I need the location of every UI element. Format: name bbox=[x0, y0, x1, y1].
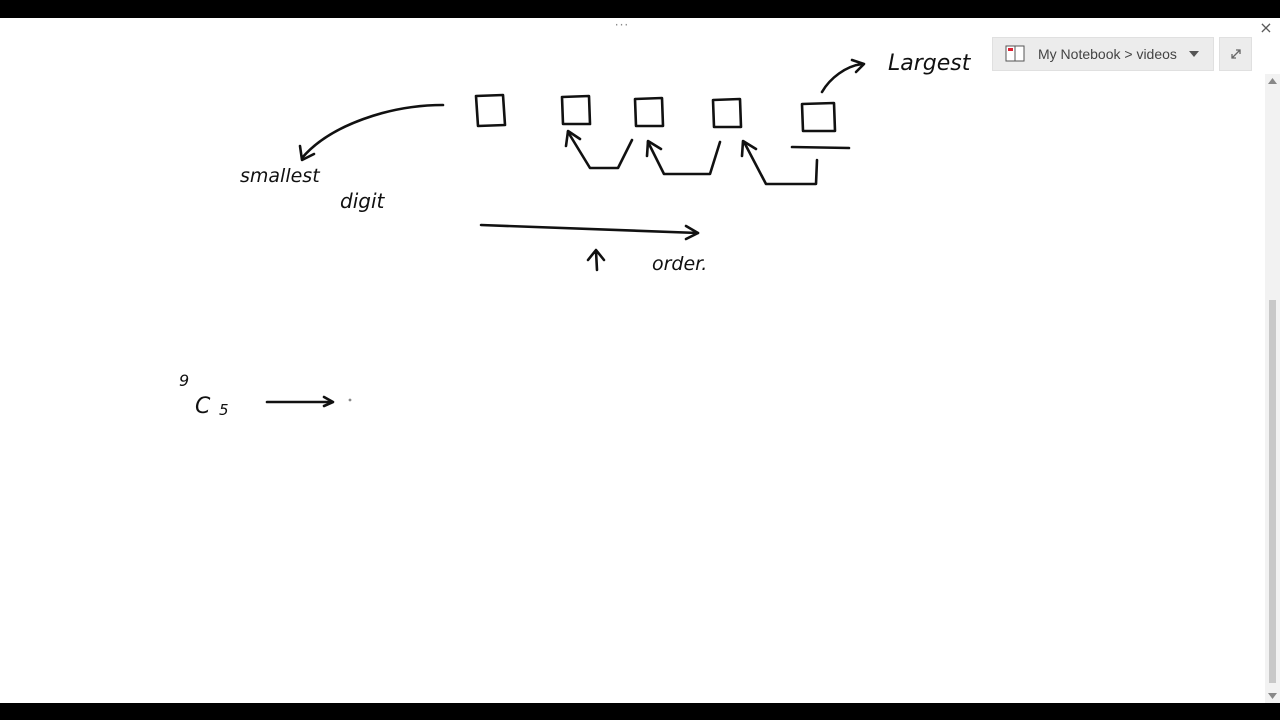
combination-letter: C bbox=[195, 394, 211, 419]
scroll-up-button[interactable] bbox=[1265, 74, 1280, 88]
digit-box-5 bbox=[800, 101, 837, 133]
combination-arrowhead bbox=[322, 395, 335, 408]
digit-box-2 bbox=[560, 94, 592, 126]
smallest-label: smallest bbox=[240, 165, 321, 187]
smallest-arrow bbox=[300, 103, 445, 160]
expand-icon bbox=[1230, 49, 1241, 59]
ink-canvas[interactable]: Largest smallest digit order. 9 C 5 bbox=[0, 18, 1264, 703]
digit-label: digit bbox=[340, 189, 386, 213]
top-black-bar bbox=[0, 0, 1280, 18]
onenote-window: ··· × My Notebook > videos bbox=[0, 18, 1280, 703]
notebook-icon bbox=[1005, 45, 1025, 63]
bottom-black-bar bbox=[0, 703, 1280, 720]
up-arrow bbox=[586, 248, 606, 272]
digit-box-3 bbox=[633, 96, 665, 128]
underline-mark bbox=[790, 145, 851, 150]
order-arrowhead bbox=[684, 224, 700, 241]
close-button[interactable]: × bbox=[1259, 18, 1273, 37]
order-label: order. bbox=[652, 253, 707, 275]
compare-arrowhead-1 bbox=[564, 129, 582, 148]
compare-arrowhead-2 bbox=[645, 139, 663, 158]
compare-arrow-1 bbox=[566, 130, 634, 170]
arrow-down-icon bbox=[1268, 693, 1277, 699]
smallest-arrowhead bbox=[298, 144, 316, 162]
chevron-down-icon bbox=[1188, 51, 1199, 57]
compare-arrow-3 bbox=[742, 140, 819, 186]
notebook-picker[interactable]: My Notebook > videos bbox=[992, 37, 1214, 71]
scroll-down-button[interactable] bbox=[1265, 689, 1280, 703]
digit-box-1 bbox=[474, 93, 507, 128]
largest-arrowhead bbox=[850, 58, 866, 74]
arrow-up-icon bbox=[1268, 78, 1277, 84]
scroll-thumb[interactable] bbox=[1269, 300, 1276, 683]
order-arrow bbox=[479, 223, 700, 235]
largest-arrow bbox=[820, 62, 864, 94]
vertical-scrollbar[interactable] bbox=[1265, 74, 1280, 703]
window-grip[interactable]: ··· bbox=[614, 18, 630, 32]
largest-label: Largest bbox=[888, 51, 972, 76]
digit-box-4 bbox=[711, 97, 743, 129]
compare-arrow-2 bbox=[646, 140, 722, 176]
combination-subscript: 5 bbox=[219, 401, 229, 419]
compare-arrowhead-3 bbox=[740, 139, 758, 158]
ink-dot bbox=[348, 398, 352, 402]
notebook-breadcrumb: My Notebook > videos bbox=[1038, 46, 1177, 62]
expand-button[interactable] bbox=[1219, 37, 1252, 71]
combination-superscript: 9 bbox=[179, 371, 189, 390]
